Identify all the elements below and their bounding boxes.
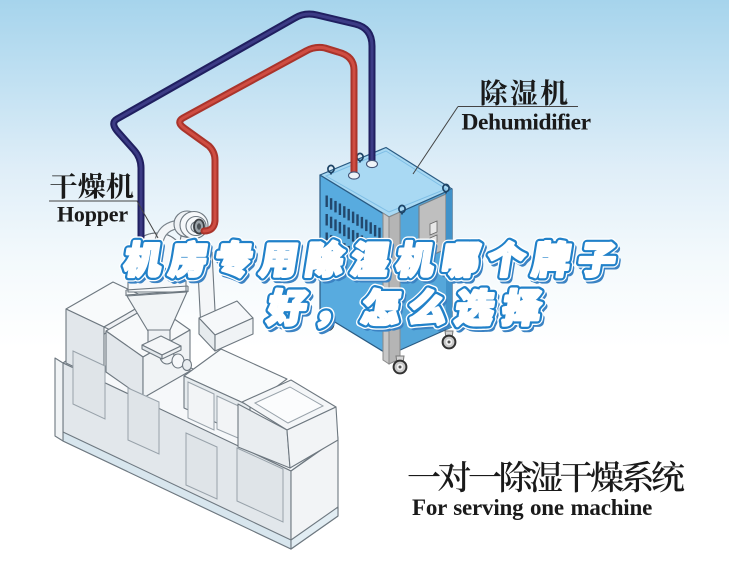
svg-text:Hopper: Hopper bbox=[57, 202, 128, 227]
svg-text:For serving one machine: For serving one machine bbox=[412, 495, 652, 520]
svg-text:Dehumidifier: Dehumidifier bbox=[462, 110, 591, 136]
